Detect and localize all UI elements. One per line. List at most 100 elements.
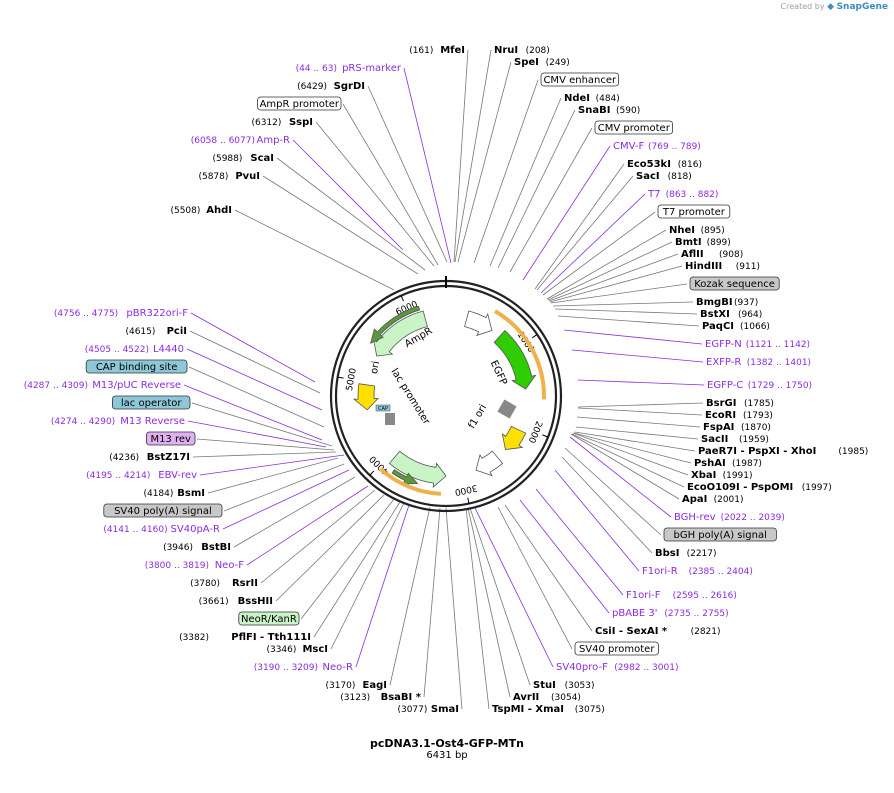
map-label-left[interactable]: BstBI(3946) — [163, 542, 231, 553]
map-label-right[interactable]: F1ori-R(2385 .. 2404) — [642, 566, 753, 577]
map-label-right[interactable]: BstXI(964) — [700, 309, 762, 320]
map-label-right[interactable]: EcoO109I - PspOMI(1997) — [687, 482, 832, 493]
enzyme-name: RsrII — [232, 578, 258, 589]
map-label-left[interactable]: SgrDI(6429) — [297, 81, 365, 92]
map-label-right[interactable]: XbaI(1991) — [691, 470, 753, 481]
map-label-left[interactable]: lac operator — [112, 395, 191, 410]
map-label-right[interactable]: CMV promoter — [594, 120, 673, 135]
map-label-left[interactable]: EBV-rev(4195 .. 4214) — [86, 470, 197, 481]
map-label-right[interactable]: StuI(3053) — [533, 680, 595, 691]
map-label-right[interactable]: NruI(208) — [494, 45, 550, 56]
map-label-left[interactable]: pBR322ori-F(4756 .. 4775) — [54, 308, 188, 319]
map-label-right[interactable]: PshAI(1987) — [694, 458, 762, 469]
map-label-right[interactable]: FspAI(1870) — [703, 422, 771, 433]
map-label-right[interactable]: EGFP-N(1121 .. 1142) — [705, 339, 810, 350]
map-label-left[interactable]: SmaI(3077) — [397, 704, 459, 715]
map-label-right[interactable]: F1ori-F(2595 .. 2616) — [626, 590, 737, 601]
site-position: (1991) — [723, 471, 753, 481]
feature-label: f1 ori — [467, 403, 490, 431]
map-label-right[interactable]: CsiI - SexAI *(2821) — [595, 626, 721, 637]
feature-name: bGH poly(A) signal — [674, 530, 767, 541]
map-label-left[interactable]: BsaBI *(3123) — [340, 692, 421, 703]
map-label-left[interactable]: NeoR/KanR — [238, 611, 300, 626]
map-label-right[interactable]: BmtI(899) — [675, 237, 731, 248]
map-label-left[interactable]: MfeI(161) — [409, 45, 465, 56]
map-label-left[interactable]: pRS-marker(44 .. 63) — [296, 63, 402, 74]
map-label-right[interactable]: pBABE 3'(2735 .. 2755) — [612, 608, 729, 619]
map-label-right[interactable]: SV40pro-F(2982 .. 3001) — [556, 662, 678, 673]
map-label-left[interactable]: EagI(3170) — [325, 680, 387, 691]
map-label-right[interactable]: BbsI(2217) — [655, 548, 717, 559]
map-label-right[interactable]: BmgBI(937) — [696, 297, 758, 308]
map-label-left[interactable]: PvuI(5878) — [198, 171, 260, 182]
map-label-right[interactable]: T7 promoter — [657, 204, 731, 219]
leader-line — [190, 312, 316, 383]
map-label-left[interactable]: SspI(6312) — [251, 117, 313, 128]
map-label-right[interactable]: EXFP-R(1382 .. 1401) — [706, 357, 811, 368]
map-label-left[interactable]: PflFI - Tth111I(3382) — [179, 632, 311, 643]
map-label-left[interactable]: ScaI(5988) — [212, 153, 274, 164]
map-label-left[interactable]: Amp-R(6058 .. 6077) — [191, 135, 290, 146]
feature-box — [540, 72, 619, 87]
map-label-right[interactable]: SV40 promoter — [574, 641, 659, 656]
map-label-left[interactable]: Neo-F(3800 .. 3819) — [145, 560, 245, 571]
map-label-left[interactable]: M13 rev — [145, 431, 196, 446]
map-label-right[interactable]: BGH-rev(2022 .. 2039) — [674, 512, 785, 523]
map-label-left[interactable]: M13 Reverse(4274 .. 4290) — [51, 416, 185, 427]
site-position: (161) — [409, 46, 433, 56]
site-position: (5878) — [198, 172, 228, 182]
map-label-right[interactable]: Eco53kI(816) — [627, 159, 702, 170]
map-label-left[interactable]: PciI(4615) — [125, 326, 187, 337]
leader-line — [300, 498, 395, 620]
feature-label: ori — [369, 360, 382, 375]
map-label-right[interactable]: PaqCI(1066) — [702, 321, 770, 332]
map-label-left[interactable]: BssHII(3661) — [199, 596, 273, 607]
leader-line — [292, 139, 404, 251]
site-position: (911) — [736, 262, 760, 272]
map-label-right[interactable]: TspMI - XmaI(3075) — [492, 704, 605, 715]
map-label-left[interactable]: SV40 poly(A) signal — [103, 503, 223, 518]
map-label-right[interactable]: NdeI(484) — [564, 93, 620, 104]
map-label-right[interactable]: bGH poly(A) signal — [663, 527, 777, 542]
map-label-left[interactable]: RsrII(3780) — [190, 578, 258, 589]
scale-tick — [400, 295, 404, 302]
map-label-left[interactable]: MscI(3346) — [266, 644, 328, 655]
map-label-left[interactable]: M13/pUC Reverse(4287 .. 4309) — [24, 380, 181, 391]
map-label-left[interactable]: AhdI(5508) — [170, 205, 232, 216]
feature-box — [112, 395, 191, 410]
leader-line — [489, 97, 562, 267]
map-label-right[interactable]: SnaBI(590) — [578, 105, 640, 116]
map-label-right[interactable]: AvrII(3054) — [513, 692, 581, 703]
map-label-left[interactable]: L4440(4505 .. 4522) — [85, 344, 184, 355]
map-label-right[interactable]: T7(863 .. 882) — [647, 189, 718, 200]
leader-line — [549, 265, 683, 303]
enzyme-name: PaeR7I - PspXI - XhoI — [698, 446, 816, 457]
map-label-left[interactable]: BstZ17I(4236) — [109, 452, 190, 463]
cap-site-block — [375, 404, 391, 412]
map-label-right[interactable]: SacI(818) — [636, 171, 692, 182]
map-label-right[interactable]: ApaI(2001) — [682, 494, 744, 505]
map-label-right[interactable]: EcoRI(1793) — [705, 410, 773, 421]
map-label-right[interactable]: NheI(895) — [669, 225, 725, 236]
map-label-right[interactable]: PaeR7I - PspXI - XhoI(1985) — [698, 446, 868, 457]
map-label-right[interactable]: SpeI(249) — [514, 57, 570, 68]
map-label-right[interactable]: CMV-F(769 .. 789) — [613, 141, 701, 152]
map-label-right[interactable]: Kozak sequence — [689, 276, 780, 291]
map-label-right[interactable]: HindIII(911) — [685, 261, 760, 272]
enzyme-name: CsiI - SexAI * — [595, 626, 668, 637]
primer-name: F1ori-F — [626, 590, 661, 601]
map-label-right[interactable]: EGFP-C(1729 .. 1750) — [707, 380, 812, 391]
enzyme-name: TspMI - XmaI — [492, 704, 564, 715]
map-label-left[interactable]: SV40pA-R(4141 .. 4160) — [103, 524, 220, 535]
map-label-left[interactable]: AmpR promoter — [257, 96, 342, 111]
map-label-right[interactable]: SacII(1959) — [701, 434, 769, 445]
map-label-left[interactable]: Neo-R(3190 .. 3209) — [254, 662, 353, 673]
map-label-right[interactable]: AflII(908) — [681, 249, 743, 260]
map-label-right[interactable]: BsrGI(1785) — [706, 398, 774, 409]
primer-name: Neo-R — [323, 662, 354, 673]
map-label-left[interactable]: CAP binding site — [85, 359, 188, 374]
credit-prefix: Created by — [780, 2, 825, 11]
map-label-left[interactable]: BsmI(4184) — [143, 488, 205, 499]
enzyme-name: BmtI — [675, 237, 702, 248]
map-label-right[interactable]: CMV enhancer — [540, 72, 619, 87]
